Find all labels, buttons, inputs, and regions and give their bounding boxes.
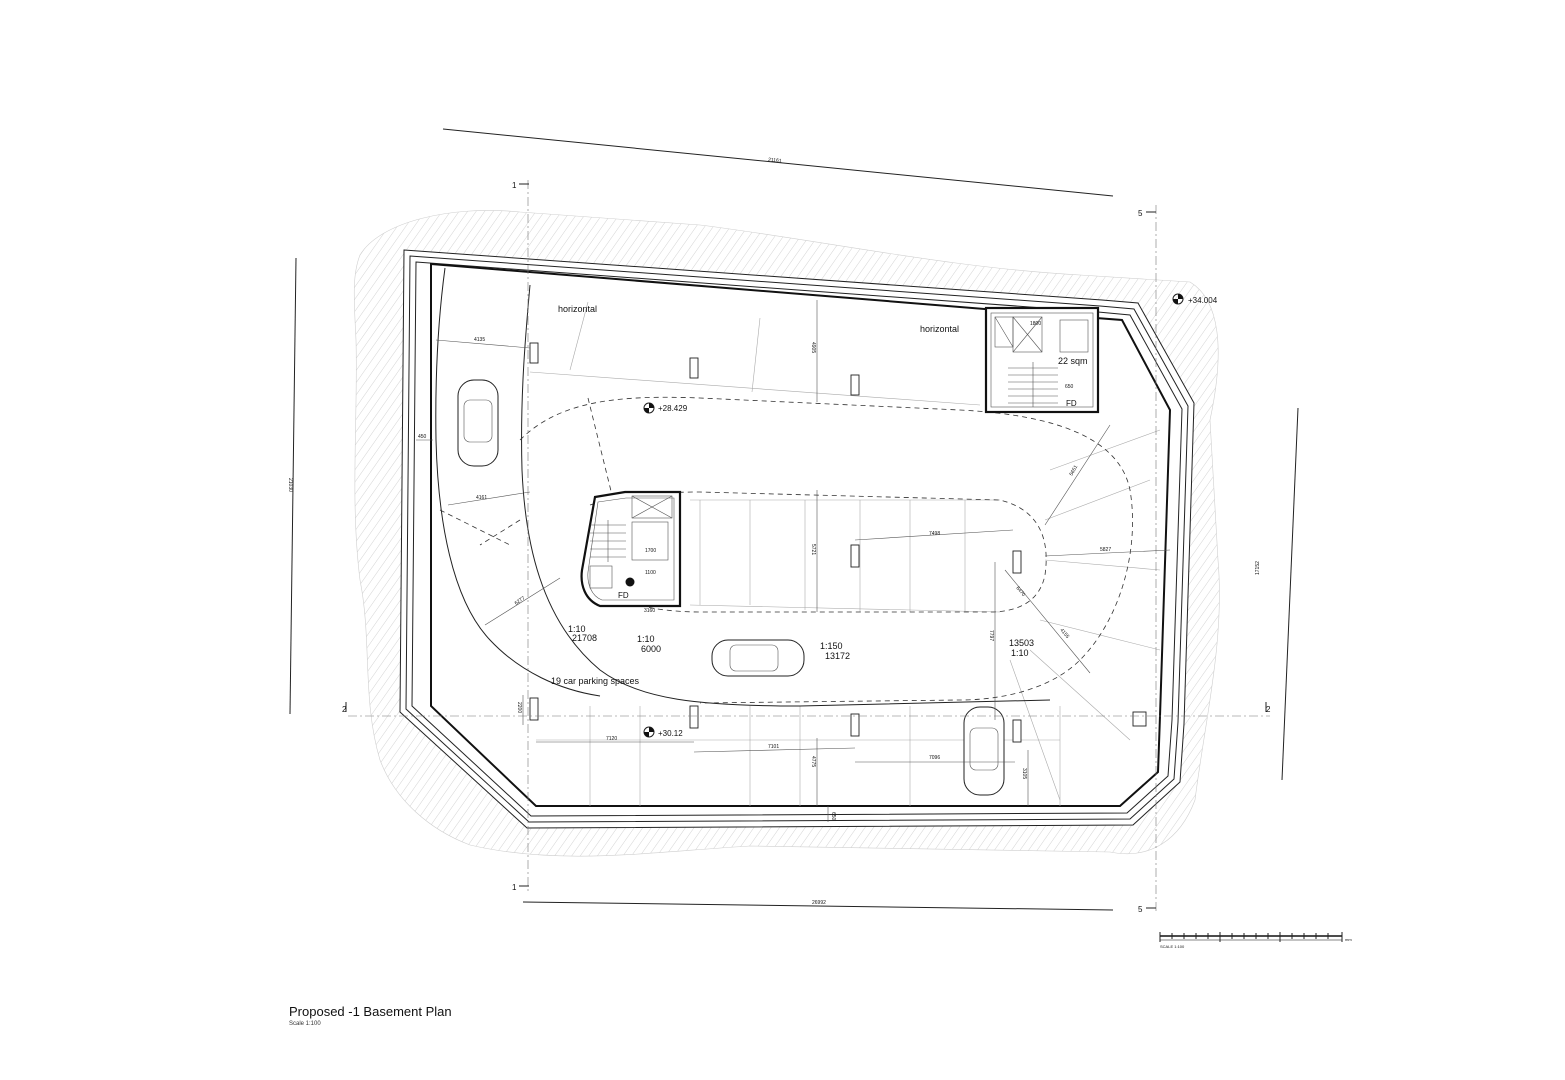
grid-axes	[345, 180, 1270, 912]
label-area-sqm: 22 sqm	[1058, 356, 1088, 366]
grid-label-1-top: 1	[512, 181, 517, 190]
label-horizontal-left: horizontal	[558, 304, 597, 314]
label-ratio-d: 1:10	[1011, 648, 1029, 658]
dim-3160: 3160	[644, 608, 655, 614]
dim-7096: 7096	[929, 755, 940, 761]
label-ratio-a: 1:10	[568, 624, 586, 634]
label-value-a: 21708	[572, 633, 597, 643]
dim-overall-bottom: 26992	[812, 900, 826, 906]
dim-1700: 1700	[645, 548, 656, 554]
columns	[529, 342, 1147, 743]
central-core	[580, 490, 682, 608]
dim-7797: 7797	[988, 630, 994, 641]
dim-overall-top: 21161	[768, 157, 782, 164]
label-value-d: 13503	[1009, 638, 1034, 648]
dim-3105: 3105	[1021, 768, 1027, 779]
level-ramp-top: +28.429	[658, 404, 688, 413]
label-value-c: 13172	[825, 651, 850, 661]
grid-label-2-left: 2	[342, 705, 347, 714]
dimension-labels: 21161 26992 21030 17152 4135 4905 4161 4…	[287, 157, 1261, 906]
level-markers	[643, 293, 1184, 738]
dim-450: 450	[418, 434, 427, 440]
dim-overall-left: 21030	[287, 478, 293, 492]
dim-overall-right: 17152	[1255, 561, 1261, 575]
label-parking-spaces: 19 car parking spaces	[551, 676, 640, 686]
label-fd-core: FD	[618, 591, 629, 600]
car-ramp-center	[711, 639, 805, 677]
label-ratio-c: 1:150	[820, 641, 843, 651]
dimension-lines	[289, 128, 1299, 911]
grid-label-5-top: 5	[1138, 209, 1143, 218]
dim-2200: 2200	[516, 702, 522, 713]
dim-7101: 7101	[768, 744, 779, 750]
drawing-scale: Scale 1:100	[289, 1021, 321, 1027]
label-horizontal-right: horizontal	[920, 324, 959, 334]
scale-bar: SCALE 1:100 mm	[1159, 932, 1352, 949]
dim-4155: 4155	[1058, 627, 1070, 640]
grid-label-1-bottom: 1	[512, 883, 517, 892]
grid-label-5-bottom: 5	[1138, 905, 1143, 914]
dim-4161: 4161	[476, 495, 487, 501]
label-ratio-b: 1:10	[637, 634, 655, 644]
dim-4775: 4775	[810, 756, 816, 767]
car-parked-left	[457, 379, 499, 467]
dim-5827: 5827	[1100, 547, 1111, 553]
right-stairs	[1008, 362, 1058, 407]
dim-650b: 650	[830, 812, 836, 821]
scale-bar-label: SCALE 1:100	[1160, 944, 1185, 949]
car-parked-right	[963, 706, 1005, 796]
dim-4135: 4135	[474, 337, 485, 343]
dim-650: 650	[1065, 384, 1074, 390]
dim-1100: 1100	[645, 570, 656, 576]
grid-label-2-right: 2	[1266, 705, 1271, 714]
dim-1800: 1800	[1030, 321, 1041, 327]
scale-bar-unit: mm	[1345, 937, 1352, 942]
level-top-right: +34.004	[1188, 296, 1218, 305]
label-fd-stair: FD	[1066, 399, 1077, 408]
dim-5721: 5721	[810, 544, 816, 555]
stair-core	[984, 306, 1100, 414]
dim-6470: 6470	[1014, 585, 1026, 598]
dim-7120: 7120	[606, 736, 617, 742]
core-stairs	[590, 520, 626, 562]
dim-5651: 5651	[1069, 464, 1080, 477]
dim-6277: 6277	[514, 595, 527, 606]
label-value-b: 6000	[641, 644, 661, 654]
dim-4905: 4905	[810, 342, 816, 353]
level-ramp-bottom: +30.12	[658, 729, 683, 738]
drawing-title: Proposed -1 Basement Plan	[289, 1004, 452, 1019]
dim-7498: 7498	[929, 531, 940, 537]
